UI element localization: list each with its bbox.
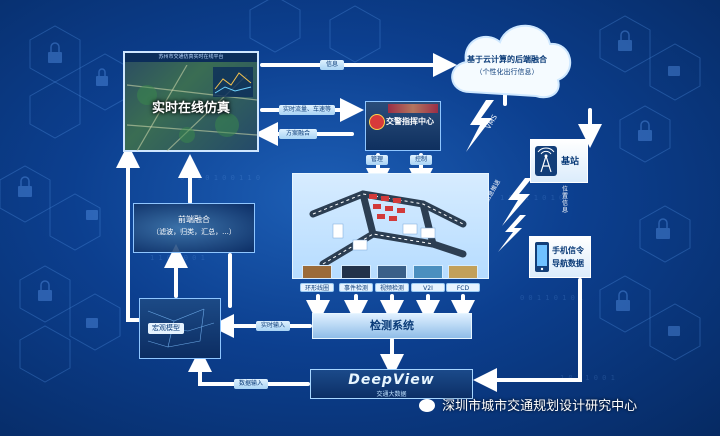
tag-info: 信息 [320, 60, 344, 70]
deepview-sub: 交通大数据 [376, 391, 407, 398]
antenna-icon [535, 146, 557, 176]
base-station-label: 基站 [561, 157, 580, 167]
police-badge-icon [369, 114, 385, 130]
cloud-line1: 基于云计算的后端融合 [467, 55, 547, 64]
cloud-shape [451, 24, 572, 99]
base-station-box: 基站 [530, 139, 588, 183]
sensor-label: 视频检测 [375, 283, 409, 292]
wechat-icon [419, 399, 435, 412]
police-command-center: 交警指挥中心 [365, 101, 441, 151]
sim-map [127, 65, 257, 151]
sensor-image [448, 265, 478, 279]
city-model [292, 173, 489, 279]
phone-data-box: 手机信令 导航数据 [529, 236, 591, 278]
svg-text:0 1 1 0 1 0 0 1 1 0: 0 1 1 0 1 0 0 1 1 0 [180, 174, 260, 182]
phone-line1: 手机信令 [552, 246, 584, 255]
cloud-label: 基于云计算的后端融合 （个性化出行信息） [458, 54, 556, 77]
tag-data-input: 数据输入 [234, 379, 268, 389]
sensor-label: FCD [446, 283, 480, 292]
tag-management: 管理 [366, 155, 388, 165]
detection-label: 检测系统 [370, 319, 414, 332]
svg-text:1 0 0 1 1 0 1 0: 1 0 0 1 1 0 1 0 [500, 194, 563, 202]
sensor-label: 事件检测 [339, 283, 373, 292]
cloud-line2: （个性化出行信息） [475, 68, 539, 76]
police-screen [388, 104, 438, 113]
sensor-image [377, 265, 407, 279]
watermark-text: 深圳市城市交通规划设计研究中心 [442, 399, 638, 414]
sensor-label: 环形线圈 [300, 283, 334, 292]
sensor-image [341, 265, 371, 279]
realtime-simulation-panel: 苏州市交通仿真实时在线平台 实时在线仿真 [123, 51, 259, 152]
front-fusion-line2: （滤波，归类，汇总，...） [152, 228, 236, 236]
sim-topbar: 苏州市交通仿真实时在线平台 [125, 53, 257, 62]
sim-title: 实时在线仿真 [151, 101, 230, 116]
deepview-logo-box: DeepView 交通大数据 [310, 369, 473, 399]
watermark: 深圳市城市交通规划设计研究中心 [419, 396, 719, 418]
macro-model-box: 宏观模型 [139, 298, 221, 359]
front-fusion-glow [134, 204, 254, 252]
phone-line2: 导航数据 [552, 259, 584, 268]
svg-text:1 0 1 1 0 0 1: 1 0 1 1 0 0 1 [560, 374, 615, 382]
tag-location-info: 位置信息 [562, 186, 569, 214]
detection-system: 检测系统 [312, 313, 472, 339]
deepview-logo: DeepView [348, 372, 435, 388]
front-fusion-box: 前端融合 （滤波，归类，汇总，...） [133, 203, 255, 253]
phone-icon [535, 242, 549, 272]
macro-label: 宏观模型 [148, 323, 184, 334]
police-label: 交警指挥中心 [386, 117, 434, 126]
tag-plan-fusion: 方案融合 [279, 129, 317, 139]
front-fusion-line1: 前端融合 [178, 215, 210, 224]
sensor-image [413, 265, 443, 279]
sensor-label: V2I [411, 283, 445, 292]
tag-realtime-input: 实时输入 [256, 321, 290, 331]
svg-text:0 0 1 1 0 1 0 1: 0 0 1 1 0 1 0 1 [520, 294, 583, 302]
tag-realtime-flow: 实时流量、车速等 [279, 105, 335, 115]
sensor-image [302, 265, 332, 279]
city-illustration [309, 190, 467, 268]
tag-control: 控制 [410, 155, 432, 165]
